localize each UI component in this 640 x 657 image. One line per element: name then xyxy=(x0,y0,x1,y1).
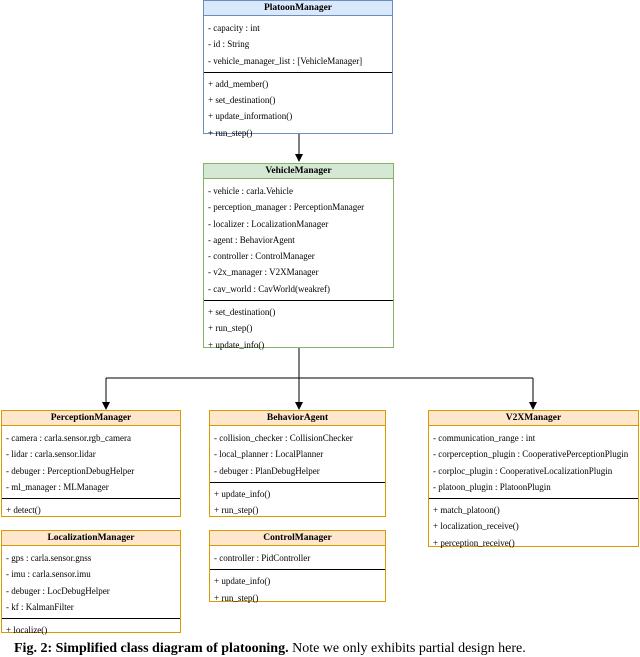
section-divider xyxy=(210,569,385,571)
class-attribute: - corperception_plugin : CooperativePerc… xyxy=(433,449,629,460)
class-method: + update_info() xyxy=(214,488,271,499)
class-method: + detect() xyxy=(6,505,41,516)
class-method: + set_destination() xyxy=(208,307,276,318)
class-attribute: - gps : carla.sensor.gnss xyxy=(6,553,92,563)
class-method: + run_step() xyxy=(208,323,253,334)
class-attribute: - perception_manager : PerceptionManager xyxy=(208,202,365,213)
class-attribute: - lidar : carla.sensor.lidar xyxy=(6,449,96,460)
class-title: ControlManager xyxy=(210,531,385,546)
class-title: PerceptionManager xyxy=(2,411,180,426)
class-attribute: - debuger : PlanDebugHelper xyxy=(214,465,320,476)
class-title: V2XManager xyxy=(429,411,638,426)
section-divider xyxy=(204,71,392,73)
class-attribute: - cav_world : CavWorld(weakref) xyxy=(208,283,330,294)
class-title: LocalizationManager xyxy=(2,531,180,546)
class-attribute: - controller : ControlManager xyxy=(208,251,315,262)
class-method: + update_information() xyxy=(208,111,293,122)
class-method: + run_step() xyxy=(208,127,253,138)
localization-manager-class: LocalizationManager - gps : carla.sensor.… xyxy=(1,530,181,635)
class-attribute: - vehicle_manager_list : [VehicleManager… xyxy=(208,55,363,66)
class-method: + update_info() xyxy=(214,576,271,587)
v2x-manager-class: V2XManager - communication_range : int - c… xyxy=(428,410,639,548)
behavior-agent-class: BehaviorAgent - collision_checker : Colli… xyxy=(209,410,386,517)
class-attribute: - imu : carla.sensor.imu xyxy=(6,569,91,580)
platoon-manager-class: PlatoonManager - capacity : int - id : Str… xyxy=(203,0,393,138)
class-method: + run_step() xyxy=(214,592,259,603)
class-attribute: - collision_checker : CollisionChecker xyxy=(214,433,353,443)
class-attribute: - controller : PidController xyxy=(214,553,311,563)
class-method: + add_member() xyxy=(208,78,269,89)
class-attribute: - ml_manager : MLManager xyxy=(6,481,109,492)
class-attribute: - vehicle : carla.Vehicle xyxy=(208,186,293,196)
class-attribute: - capacity : int xyxy=(208,23,260,33)
class-attribute: - corploc_plugin : CooperativeLocalizati… xyxy=(433,465,613,476)
class-attribute: - debuger : PerceptionDebugHelper xyxy=(6,465,135,476)
section-divider xyxy=(2,618,180,620)
class-attribute: - communication_range : int xyxy=(433,433,536,443)
class-method: + match_platoon() xyxy=(433,505,500,516)
class-attribute: - local_planner : LocalPlanner xyxy=(214,449,324,460)
class-attribute: - kf : KalmanFilter xyxy=(6,601,74,612)
class-method: + run_step() xyxy=(214,505,259,516)
caption-text: Note we only exhibits partial design her… xyxy=(288,641,526,656)
class-attribute: - debuger : LocDebugHelper xyxy=(6,585,110,596)
section-divider xyxy=(429,498,638,500)
class-method: + perception_receive() xyxy=(433,537,515,548)
class-title: PlatoonManager xyxy=(204,1,392,16)
class-attribute: - localizer : LocalizationManager xyxy=(208,218,329,229)
section-divider xyxy=(2,498,180,500)
class-method: + localization_receive() xyxy=(433,521,519,532)
class-attribute: - id : String xyxy=(208,39,250,50)
class-attribute: - v2x_manager : V2XManager xyxy=(208,267,319,278)
figure-caption: Fig. 2: Simplified class diagram of plat… xyxy=(14,641,526,657)
perception-manager-class: PerceptionManager - camera : carla.sensor… xyxy=(1,410,181,517)
vehicle-manager-class: VehicleManager - vehicle : carla.Vehicle -… xyxy=(203,163,394,350)
class-attribute: - camera : carla.sensor.rgb_camera xyxy=(6,433,132,443)
class-title: VehicleManager xyxy=(204,164,393,179)
control-manager-class: ControlManager - controller : PidControll… xyxy=(209,530,386,603)
class-attribute: - agent : BehaviorAgent xyxy=(208,234,295,245)
class-title: BehaviorAgent xyxy=(210,411,385,426)
class-method: + update_info() xyxy=(208,339,265,350)
section-divider xyxy=(210,481,385,483)
section-divider xyxy=(204,300,393,302)
caption-label: Fig. 2: Simplified class diagram of plat… xyxy=(14,641,289,656)
class-attribute: - platoon_plugin : PlatoonPlugin xyxy=(433,481,551,492)
class-method: + set_destination() xyxy=(208,95,276,106)
class-method: + localize() xyxy=(6,625,48,636)
